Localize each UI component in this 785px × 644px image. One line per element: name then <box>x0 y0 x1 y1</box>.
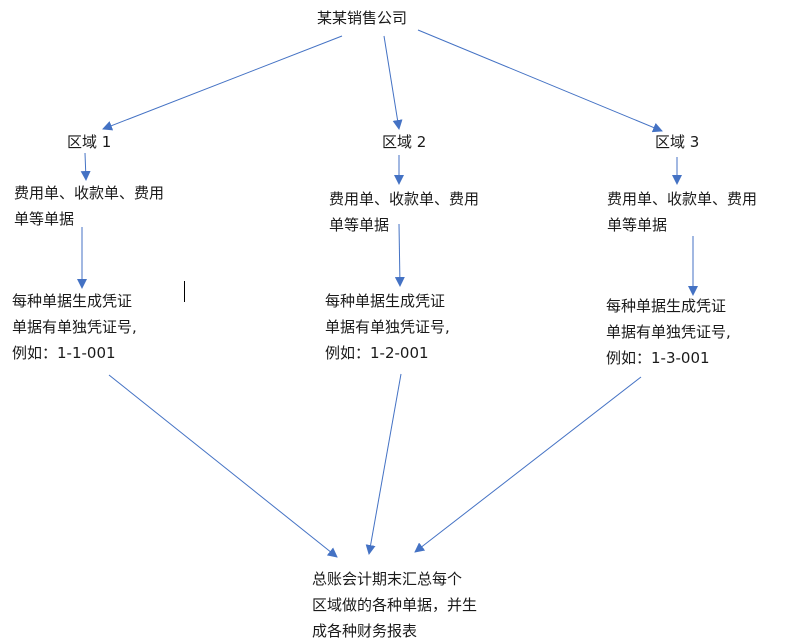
region-2-vouchers-line-2: 单据有单独凭证号, <box>325 318 450 336</box>
region-2-docs-line-1: 费用单、收款单、费用 <box>329 190 480 208</box>
region-1-docs-line-1: 费用单、收款单、费用 <box>14 184 165 202</box>
summary-node: 总账会计期末汇总每个 区域做的各种单据，并生 成各种财务报表 <box>312 566 477 644</box>
region-3-node: 区域 3 <box>655 133 700 151</box>
region-3-vouchers-node: 每种单据生成凭证 单据有单独凭证号, 例如：1-3-001 <box>606 293 731 371</box>
region-2-vouchers-line-1: 每种单据生成凭证 <box>325 292 446 310</box>
region-3-docs-node: 费用单、收款单、费用 单等单据 <box>607 186 757 238</box>
region-3-vouchers-line-3: 例如：1-3-001 <box>606 349 710 367</box>
region-2-docs-line-2: 单等单据 <box>329 216 390 234</box>
arrow-docs-2-to-vouchers <box>394 223 405 287</box>
company-node: 某某销售公司 <box>317 9 408 27</box>
region-2-vouchers-node: 每种单据生成凭证 单据有单独凭证号, 例如：1-2-001 <box>325 288 450 366</box>
region-1-vouchers-node: 每种单据生成凭证 单据有单独凭证号, 例如：1-1-001 <box>12 288 137 366</box>
region-1-docs-node: 费用单、收款单、费用 单等单据 <box>14 180 164 232</box>
region-1-vouchers-line-3: 例如：1-1-001 <box>12 344 116 362</box>
region-3-docs-line-1: 费用单、收款单、费用 <box>607 190 758 208</box>
region-1-node: 区域 1 <box>67 133 112 151</box>
arrow-region-1-to-docs <box>80 152 91 181</box>
arrow-company-to-region-1 <box>102 35 343 131</box>
arrow-vouchers-2-to-summary <box>365 373 402 555</box>
arrow-company-to-region-2 <box>383 35 403 130</box>
arrow-company-to-region-3 <box>417 29 663 133</box>
summary-line-1: 总账会计期末汇总每个 <box>312 570 463 588</box>
region-1-docs-line-2: 单等单据 <box>14 210 75 228</box>
text-cursor <box>184 281 185 302</box>
region-1-vouchers-line-1: 每种单据生成凭证 <box>12 292 133 310</box>
summary-line-2: 区域做的各种单据，并生 <box>312 596 478 614</box>
region-1-vouchers-line-2: 单据有单独凭证号, <box>12 318 137 336</box>
region-2-docs-node: 费用单、收款单、费用 单等单据 <box>329 186 479 238</box>
arrow-vouchers-1-to-summary <box>108 374 338 558</box>
region-2-node: 区域 2 <box>382 133 427 151</box>
arrow-vouchers-3-to-summary <box>414 376 642 553</box>
region-3-docs-line-2: 单等单据 <box>607 216 668 234</box>
region-3-vouchers-line-1: 每种单据生成凭证 <box>606 297 727 315</box>
region-2-vouchers-line-3: 例如：1-2-001 <box>325 344 429 362</box>
region-3-vouchers-line-2: 单据有单独凭证号, <box>606 323 731 341</box>
summary-line-3: 成各种财务报表 <box>312 622 418 640</box>
